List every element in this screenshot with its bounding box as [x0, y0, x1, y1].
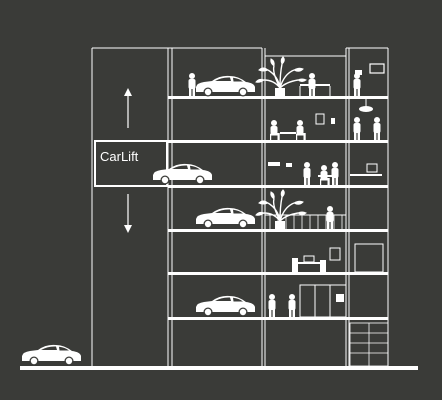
person-icon [288, 294, 296, 317]
car-icon [153, 163, 212, 185]
person-icon [353, 117, 361, 140]
building-columns [261, 47, 389, 366]
car-icon [196, 207, 255, 229]
arrow-up-icon [124, 88, 132, 128]
storage-shelves [349, 322, 389, 367]
terrace-floor-furniture [255, 189, 346, 230]
lower-floor-furniture [268, 284, 347, 318]
floor-slabs [168, 96, 388, 320]
palm-plant-icon [255, 56, 307, 97]
ground-slab [20, 366, 418, 370]
person-icon [303, 162, 311, 185]
person-icon [308, 73, 316, 96]
person-icon [188, 73, 196, 96]
arrow-down-icon [124, 194, 132, 233]
palm-plant-icon [255, 189, 307, 230]
person-icon [331, 162, 339, 185]
car-icon [196, 295, 255, 317]
person-icon [296, 120, 306, 140]
living-floor-furniture [270, 99, 381, 140]
dining-floor-furniture [268, 162, 382, 185]
study-floor-furniture [292, 243, 384, 273]
person-icon [268, 294, 276, 317]
car-lift-cabin: CarLift [94, 140, 168, 187]
car-icon [196, 75, 255, 97]
top-floor-furniture [188, 56, 385, 97]
person-icon [373, 117, 381, 140]
person-icon [326, 206, 334, 229]
lift-shaft [91, 47, 262, 366]
car-icon [22, 344, 81, 366]
person-icon [270, 120, 280, 140]
car-lift-label: CarLift [100, 149, 139, 164]
person-icon [353, 73, 361, 96]
